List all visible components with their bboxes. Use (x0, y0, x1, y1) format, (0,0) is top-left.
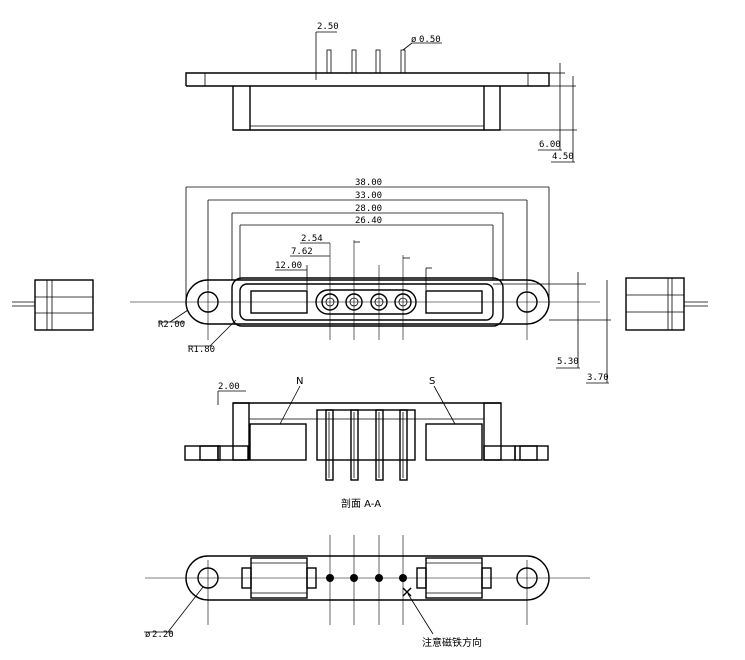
dim-pin-length: 6.00 (539, 140, 561, 150)
section-caption: 剖面 A-A (341, 497, 381, 510)
dim-inner-slot: 26.40 (355, 216, 382, 226)
top-pins (326, 49, 406, 74)
dim-height-inner: 3.70 (587, 373, 609, 383)
dim-body-height: 4.50 (552, 152, 574, 162)
dim-pitch-2: 7.62 (291, 247, 313, 257)
pole-north-label: N (296, 376, 303, 387)
bottom-magnet-right (416, 557, 492, 599)
magnet-orientation-mark (402, 587, 412, 597)
dim-hole-diameter: 2.20 (152, 630, 174, 640)
dim-pitch-1: 2.54 (301, 234, 323, 244)
dim-pin-diameter: 0.50 (419, 35, 441, 45)
dim-overall-length: 38.00 (355, 178, 382, 188)
section-view: 2.00 N S 剖面 (184, 376, 549, 510)
bottom-view: ø 2.20 注意磁铁方向 (144, 535, 590, 649)
dim-diameter-symbol: ø (411, 35, 417, 45)
dim-outer-slot: 28.00 (355, 204, 382, 214)
dim-diameter-symbol-bottom: ø (145, 630, 151, 640)
magnet-direction-note: 注意磁铁方向 (422, 636, 482, 649)
front-view: 38.00 33.00 28.00 26.40 2.54 7.62 12.00 (12, 178, 708, 384)
bottom-magnet-left (241, 557, 317, 599)
left-mating-block (12, 279, 94, 331)
dim-height-outer: 5.30 (557, 357, 579, 367)
dim-wall: 2.00 (218, 382, 240, 392)
pole-south-label: S (429, 376, 435, 387)
dim-magnet-spacing: 12.00 (275, 261, 302, 271)
dim-slot-radius: R1.80 (188, 345, 215, 355)
top-view: 2.50 ø 0.50 6.00 4.50 (185, 22, 577, 163)
dim-end-radius: R2.00 (158, 320, 185, 330)
dim-pin-pitch: 2.50 (317, 22, 339, 32)
dim-hole-spacing: 33.00 (355, 191, 382, 201)
section-pins (325, 409, 408, 481)
right-mating-block (625, 277, 708, 331)
